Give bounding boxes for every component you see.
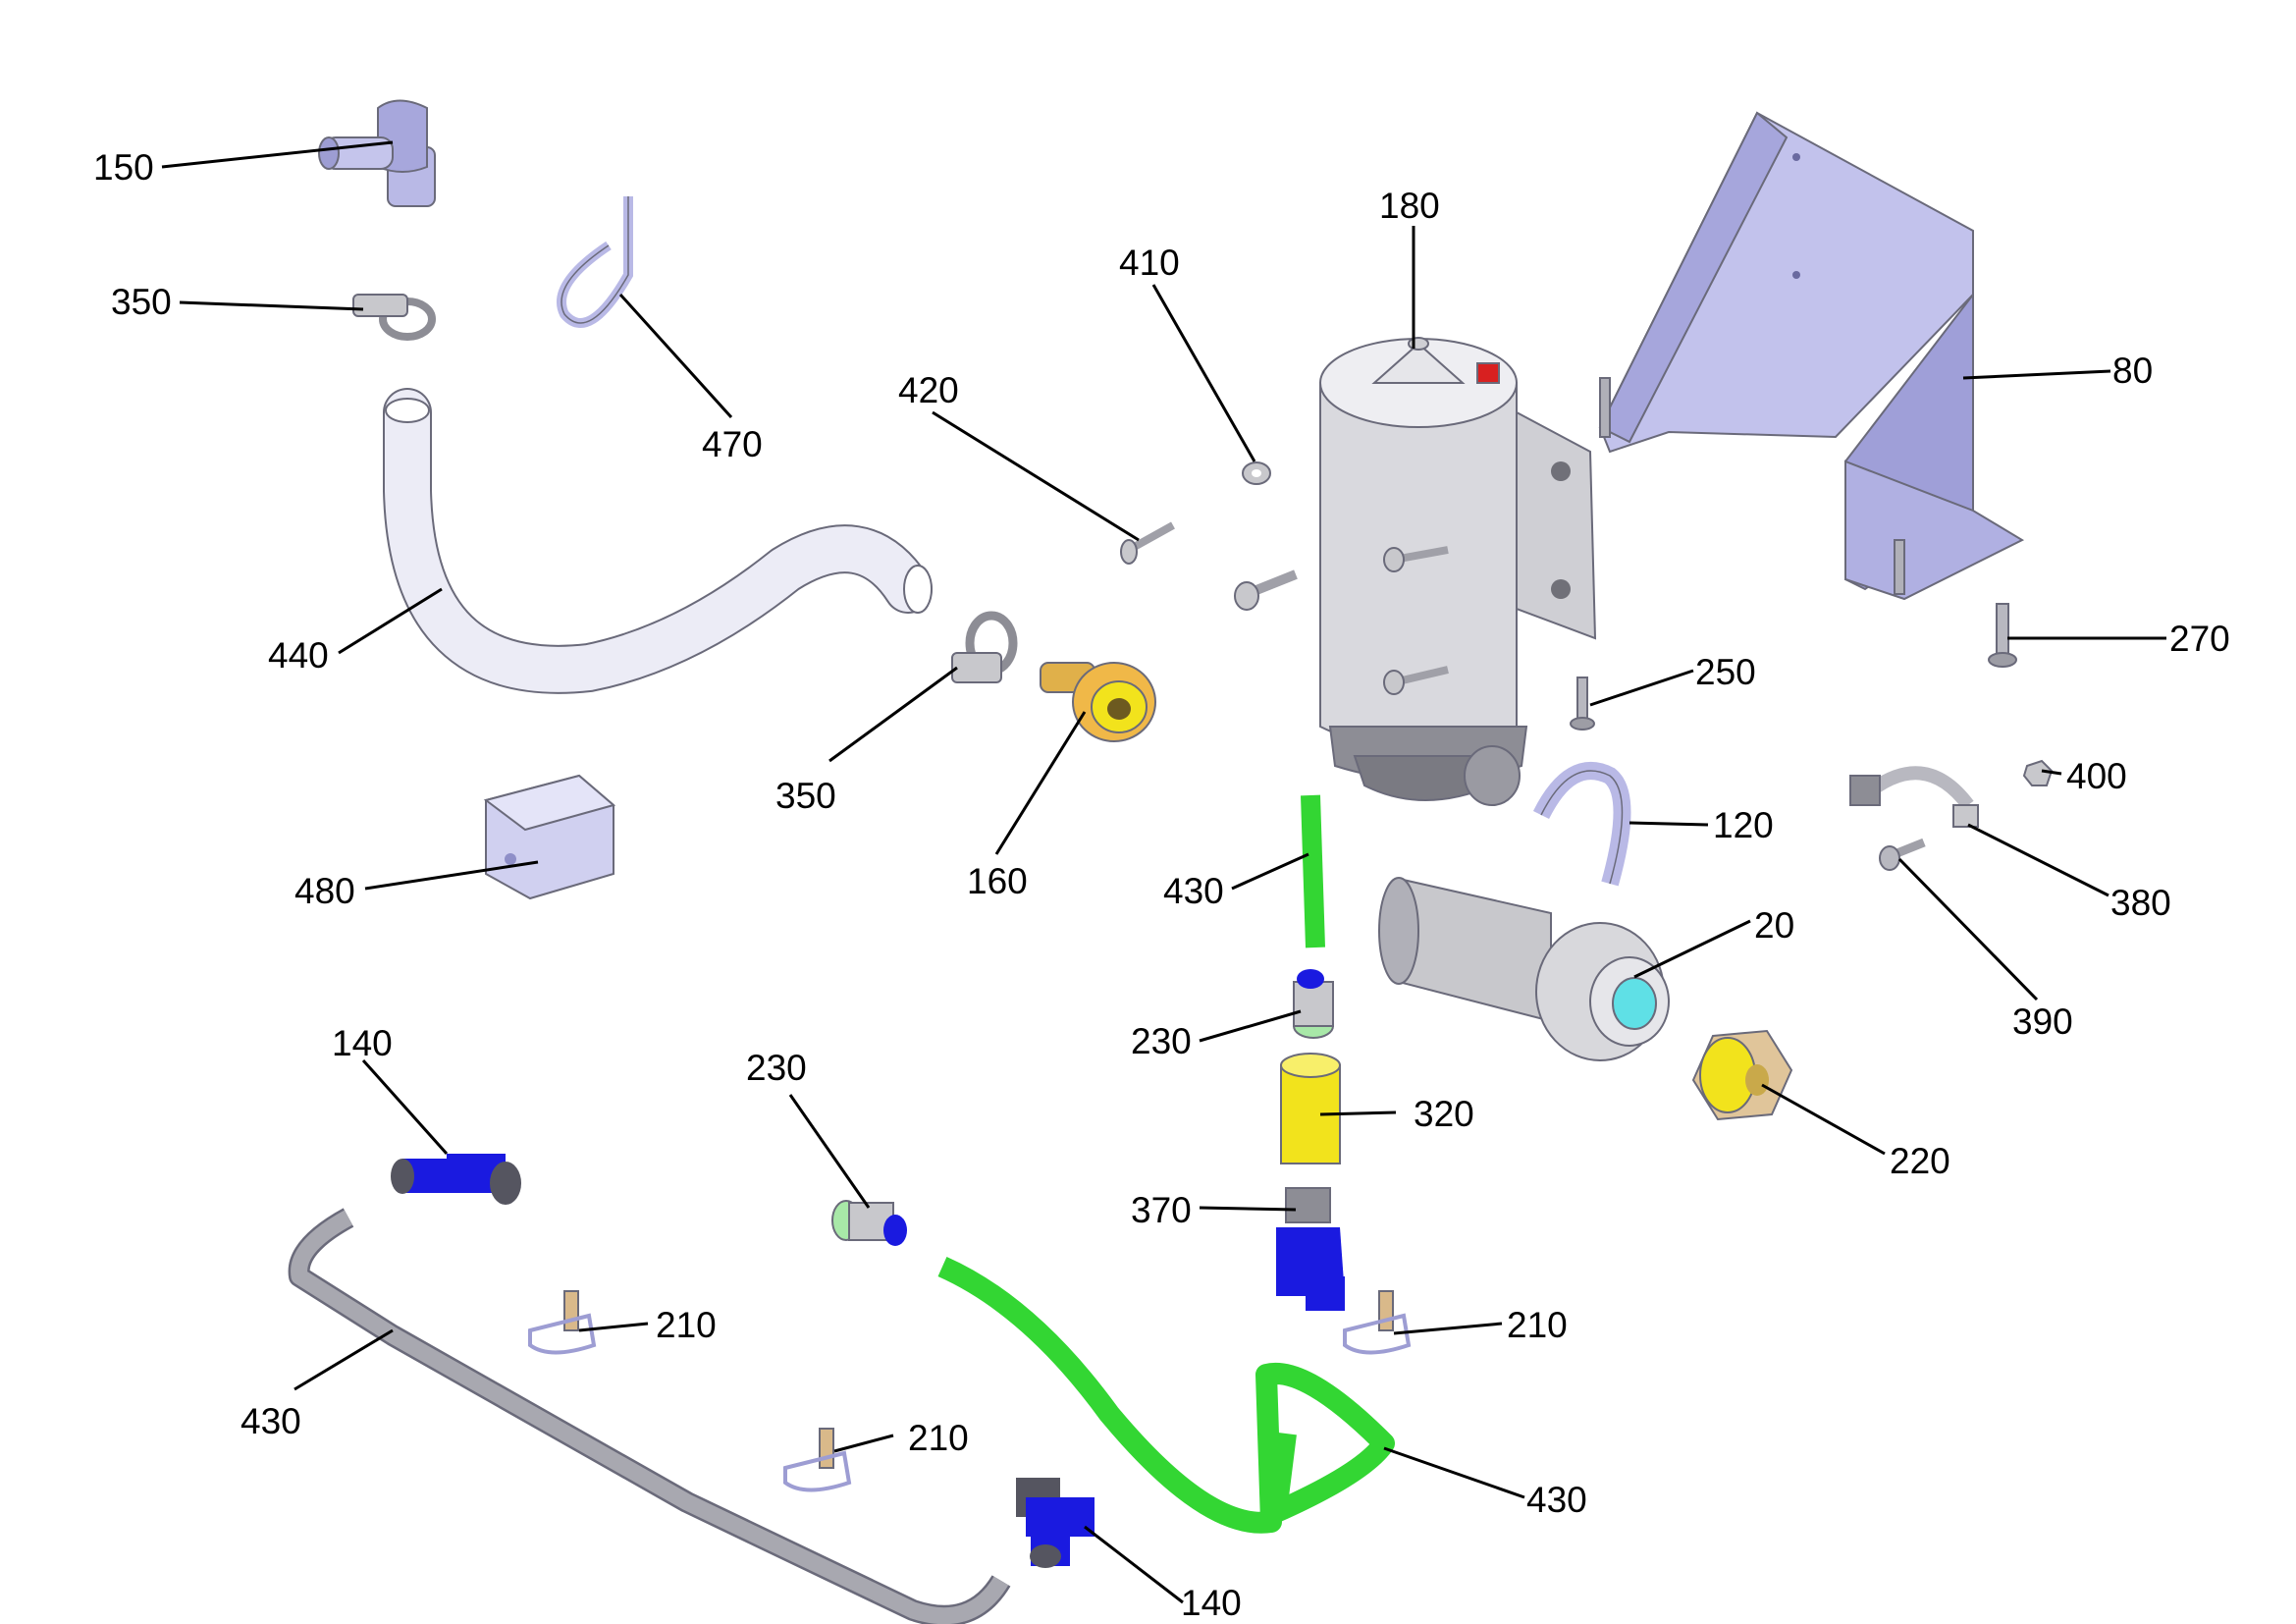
leader-230b [788,1094,871,1209]
part-420-screw [1120,521,1175,565]
callout-390: 390 [2012,1001,2073,1042]
part-430-tube-center [1301,794,1325,948]
leader-470 [618,293,733,419]
part-250-screw [1570,677,1595,731]
callout-320: 320 [1414,1094,1474,1134]
leader-370 [1199,1206,1297,1212]
callout-250: 250 [1695,652,1756,692]
leader-350b [828,666,958,763]
part-210-hose-clip-a [528,1290,597,1355]
leader-160 [994,711,1087,855]
callout-230a: 230 [1131,1021,1192,1061]
part-230-fitting-center [1293,969,1334,1039]
leader-440 [338,587,443,655]
callout-210a: 210 [656,1305,717,1345]
part-410-washer [1242,461,1271,485]
part-screw-bolt [1234,569,1298,611]
part-180-pump-motor [1319,337,1597,806]
leader-210c [1393,1322,1503,1335]
part-480-junction-box [483,774,616,900]
leader-420 [932,410,1140,542]
callout-430c: 430 [1526,1480,1587,1520]
part-440-hose [383,388,933,694]
part-470-cable-tie [557,196,633,328]
callout-80: 80 [2112,351,2153,391]
part-210-hose-clip-c [1343,1290,1412,1355]
part-120-clip [1532,762,1631,887]
leader-150 [161,140,394,169]
leader-230a [1199,1009,1302,1043]
callout-210c: 210 [1507,1305,1568,1345]
callout-350a: 350 [111,282,172,322]
callout-430b: 430 [240,1401,301,1441]
callout-230b: 230 [746,1048,807,1088]
callout-480: 480 [294,871,355,911]
callout-140a: 140 [332,1023,393,1063]
part-140-elbow-bottom [1016,1478,1095,1568]
leader-140b [1084,1525,1184,1604]
callout-350b: 350 [775,776,836,816]
part-210-hose-clip-b [783,1428,852,1492]
part-430-tube-right [937,1256,1395,1534]
part-380-pipe-clamp [1849,766,1979,828]
part-230-fitting-left [831,1200,907,1246]
callout-labels: 150 350 470 440 480 350 160 420 410 180 … [93,147,2230,1623]
callout-120: 120 [1713,805,1774,845]
callout-470: 470 [702,424,763,464]
callout-140b: 140 [1181,1583,1242,1623]
callout-220: 220 [1890,1141,1950,1181]
leader-220 [1761,1083,1886,1156]
part-350-clamp-mid [951,611,1018,683]
leader-350a [179,300,364,311]
part-320-sleeve [1280,1053,1341,1164]
part-150-elbow-fitting [318,99,436,207]
leader-380 [1967,823,2109,897]
leader-210a [578,1322,649,1332]
part-430-tube-left [288,1208,1011,1624]
callout-400: 400 [2066,756,2127,796]
part-80-mounting-bracket [1598,111,2025,601]
leader-lines [161,140,2166,1604]
callout-440: 440 [268,635,329,676]
leader-430b [294,1328,394,1391]
leader-140a [361,1058,449,1156]
leader-320 [1319,1110,1397,1116]
part-160-hose-connector [1040,662,1156,742]
callout-210b: 210 [908,1418,969,1458]
leader-430c [1383,1446,1525,1499]
part-370-y-fitting [1276,1187,1345,1311]
leader-20 [1633,919,1751,979]
leader-410 [1151,284,1256,462]
leader-210b [833,1434,894,1453]
callout-150: 150 [93,147,154,188]
callout-420: 420 [898,370,959,410]
leader-120 [1629,821,1709,827]
callout-160: 160 [967,861,1028,901]
part-220-nut [1691,1029,1793,1121]
leader-80 [1962,369,2111,380]
callout-370: 370 [1131,1190,1192,1230]
leader-430a [1231,852,1309,891]
leader-390 [1897,857,2039,1001]
part-270-screw [1988,603,2017,668]
part-390-screw [1879,838,1926,871]
part-20-filter [1378,877,1670,1061]
callout-380: 380 [2110,883,2171,923]
callout-180: 180 [1379,186,1440,226]
callout-430a: 430 [1163,871,1224,911]
callout-410: 410 [1119,243,1180,283]
part-140-elbow-top [391,1154,521,1205]
leader-250 [1589,669,1694,707]
callout-270: 270 [2169,619,2230,659]
leader-480 [364,860,539,891]
leader-400 [2041,769,2062,776]
part-400-nut [2022,759,2054,786]
callout-20: 20 [1754,905,1794,946]
part-350-clamp-top [352,294,436,341]
